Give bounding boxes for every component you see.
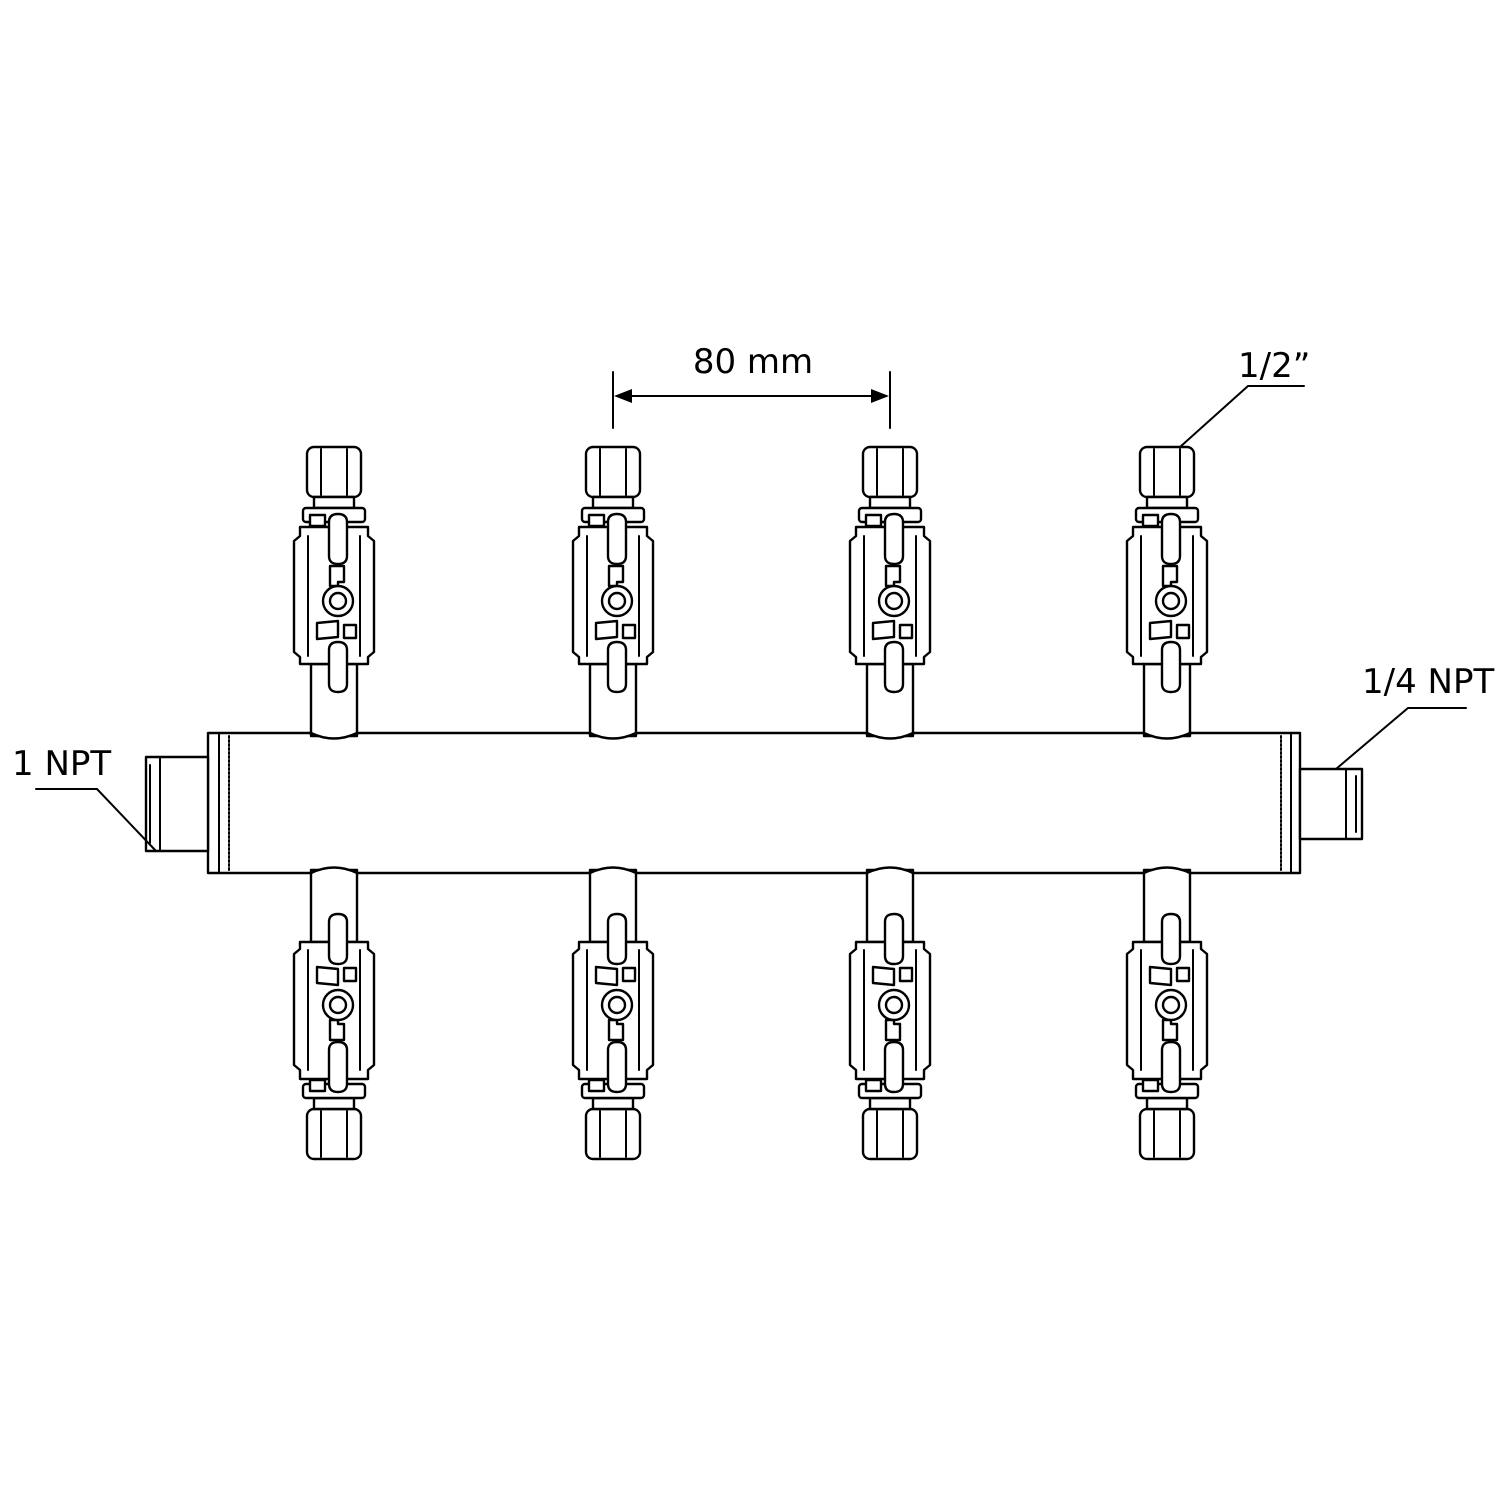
top-branch-valve-3 (848, 445, 932, 740)
top-branch-valve-4 (1125, 445, 1209, 740)
manifold-body (206, 731, 1302, 875)
outlet-size-callout: 1/4 NPT (1335, 662, 1494, 770)
spacing-dimension: 80 mm (612, 342, 891, 429)
inlet-size-callout: 1 NPT (12, 744, 157, 852)
bottom-branch-valve-1 (292, 866, 376, 1161)
inlet-fitting (144, 755, 210, 853)
bottom-branch-valve-2 (571, 866, 655, 1161)
top-branch-valve-2 (571, 445, 655, 740)
spacing-label: 80 mm (693, 342, 813, 382)
inlet-size-label: 1 NPT (12, 744, 111, 784)
branch-size-callout: 1/2” (1179, 346, 1310, 448)
bottom-branch-valve-4 (1125, 866, 1209, 1161)
top-branch-valve-1 (292, 445, 376, 740)
bottom-branch-valve-3 (848, 866, 932, 1161)
branch-size-label: 1/2” (1238, 346, 1310, 386)
outlet-fitting (1298, 767, 1364, 841)
outlet-size-label: 1/4 NPT (1362, 662, 1494, 702)
